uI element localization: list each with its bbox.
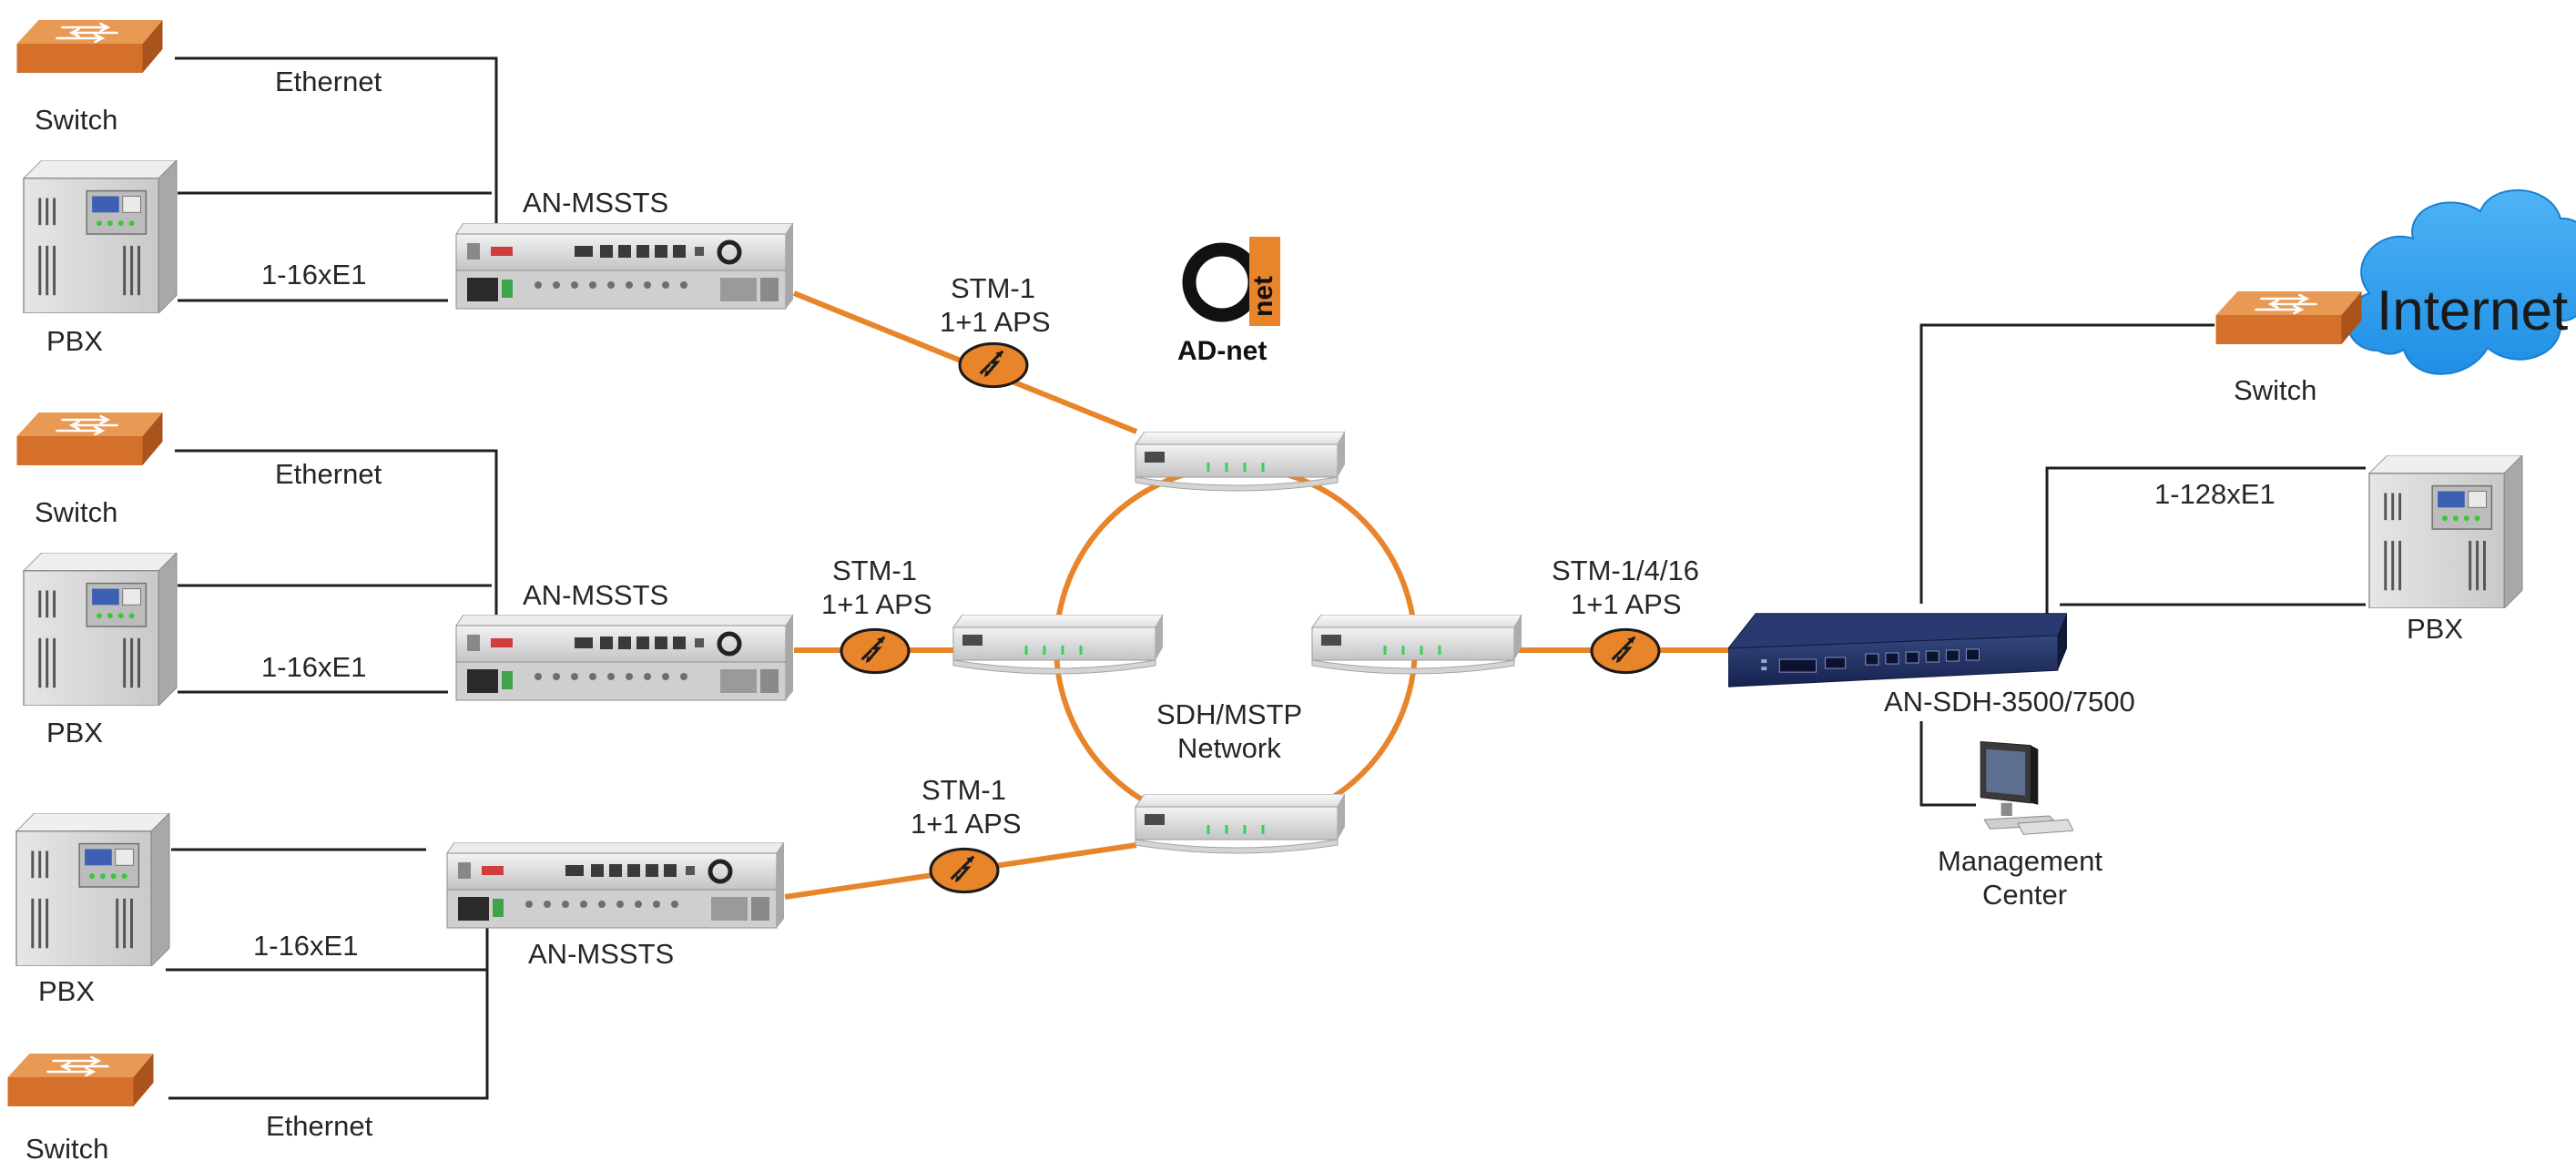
link-2-line2: 1+1 APS — [821, 588, 932, 620]
wire-central-pbx-e1 — [2045, 466, 2366, 619]
switch-3-label: Switch — [25, 1133, 108, 1161]
mssts-2-device — [456, 615, 793, 700]
switch-1-label: Switch — [35, 104, 117, 136]
aps-1-icon — [958, 341, 1029, 389]
wire-switch2-ethernet — [175, 449, 498, 622]
aps-3-icon — [929, 847, 1000, 894]
internet-label: Internet — [2377, 280, 2568, 342]
switch-3-icon — [6, 1054, 155, 1108]
central-switch-icon — [2215, 291, 2363, 346]
wires — [166, 56, 2366, 1100]
e1-2-label: 1-16xE1 — [261, 651, 366, 683]
ring-node-bottom — [1135, 794, 1346, 855]
central-pbx-label: PBX — [2407, 613, 2463, 645]
ethernet-2-label: Ethernet — [275, 458, 382, 490]
mssts-2-label: AN-MSSTS — [523, 579, 668, 611]
central-pbx-icon — [2367, 455, 2524, 608]
sdh-3500-device — [1728, 613, 2067, 687]
wire-central-mgmt — [1919, 721, 1976, 807]
mgmt-label-line1: Management — [1938, 845, 2103, 877]
logo-mark: net — [1248, 276, 1278, 317]
ethernet-1-label: Ethernet — [275, 66, 382, 97]
pbx-1-label: PBX — [46, 325, 103, 357]
pbx-1-icon — [22, 160, 178, 313]
link-3-line1: STM-1 — [921, 774, 1006, 806]
central-link-line2: 1+1 APS — [1571, 588, 1682, 620]
ad-net-logo: net AD-net — [1177, 237, 1280, 366]
central-e1-label: 1-128xE1 — [2154, 478, 2276, 510]
logo-text: AD-net — [1177, 336, 1267, 366]
ring-node-right — [1311, 615, 1522, 676]
switch-1-icon — [15, 20, 164, 75]
central-aps-icon — [1590, 627, 1661, 675]
e1-3-label: 1-16xE1 — [253, 930, 358, 962]
ring-node-top — [1135, 432, 1346, 493]
central-switch-label: Switch — [2234, 374, 2316, 406]
mssts-3-device — [447, 842, 784, 928]
mssts-1-device — [456, 223, 793, 309]
wire-switch3-ethernet — [168, 920, 489, 1100]
aps-2-icon — [840, 627, 911, 675]
pbx-2-icon — [22, 553, 178, 706]
link-1-line1: STM-1 — [951, 272, 1035, 304]
sdh-3500-label: AN-SDH-3500/7500 — [1884, 686, 2135, 718]
ring-label-line2: Network — [1177, 732, 1281, 764]
mgmt-label-line2: Center — [1982, 879, 2067, 911]
wire-central-switch — [1919, 323, 2215, 604]
mssts-3-label: AN-MSSTS — [528, 938, 674, 970]
ethernet-3-label: Ethernet — [266, 1110, 373, 1142]
switch-2-icon — [15, 412, 164, 467]
mgmt-monitor-icon — [1980, 741, 2073, 835]
link-2-line1: STM-1 — [832, 555, 917, 586]
internet-cloud: Internet — [2347, 189, 2576, 375]
mssts-1-label: AN-MSSTS — [523, 187, 668, 219]
link-1-line2: 1+1 APS — [940, 306, 1051, 338]
e1-1-label: 1-16xE1 — [261, 259, 366, 290]
pbx-2-label: PBX — [46, 717, 103, 749]
ring-label-line1: SDH/MSTP — [1156, 698, 1302, 730]
link-3-line2: 1+1 APS — [911, 808, 1022, 840]
pbx-3-icon — [15, 813, 171, 966]
switch-2-label: Switch — [35, 496, 117, 528]
pbx-3-label: PBX — [38, 975, 95, 1007]
wire-switch1-ethernet — [175, 56, 498, 235]
central-link-line1: STM-1/4/16 — [1552, 555, 1699, 586]
